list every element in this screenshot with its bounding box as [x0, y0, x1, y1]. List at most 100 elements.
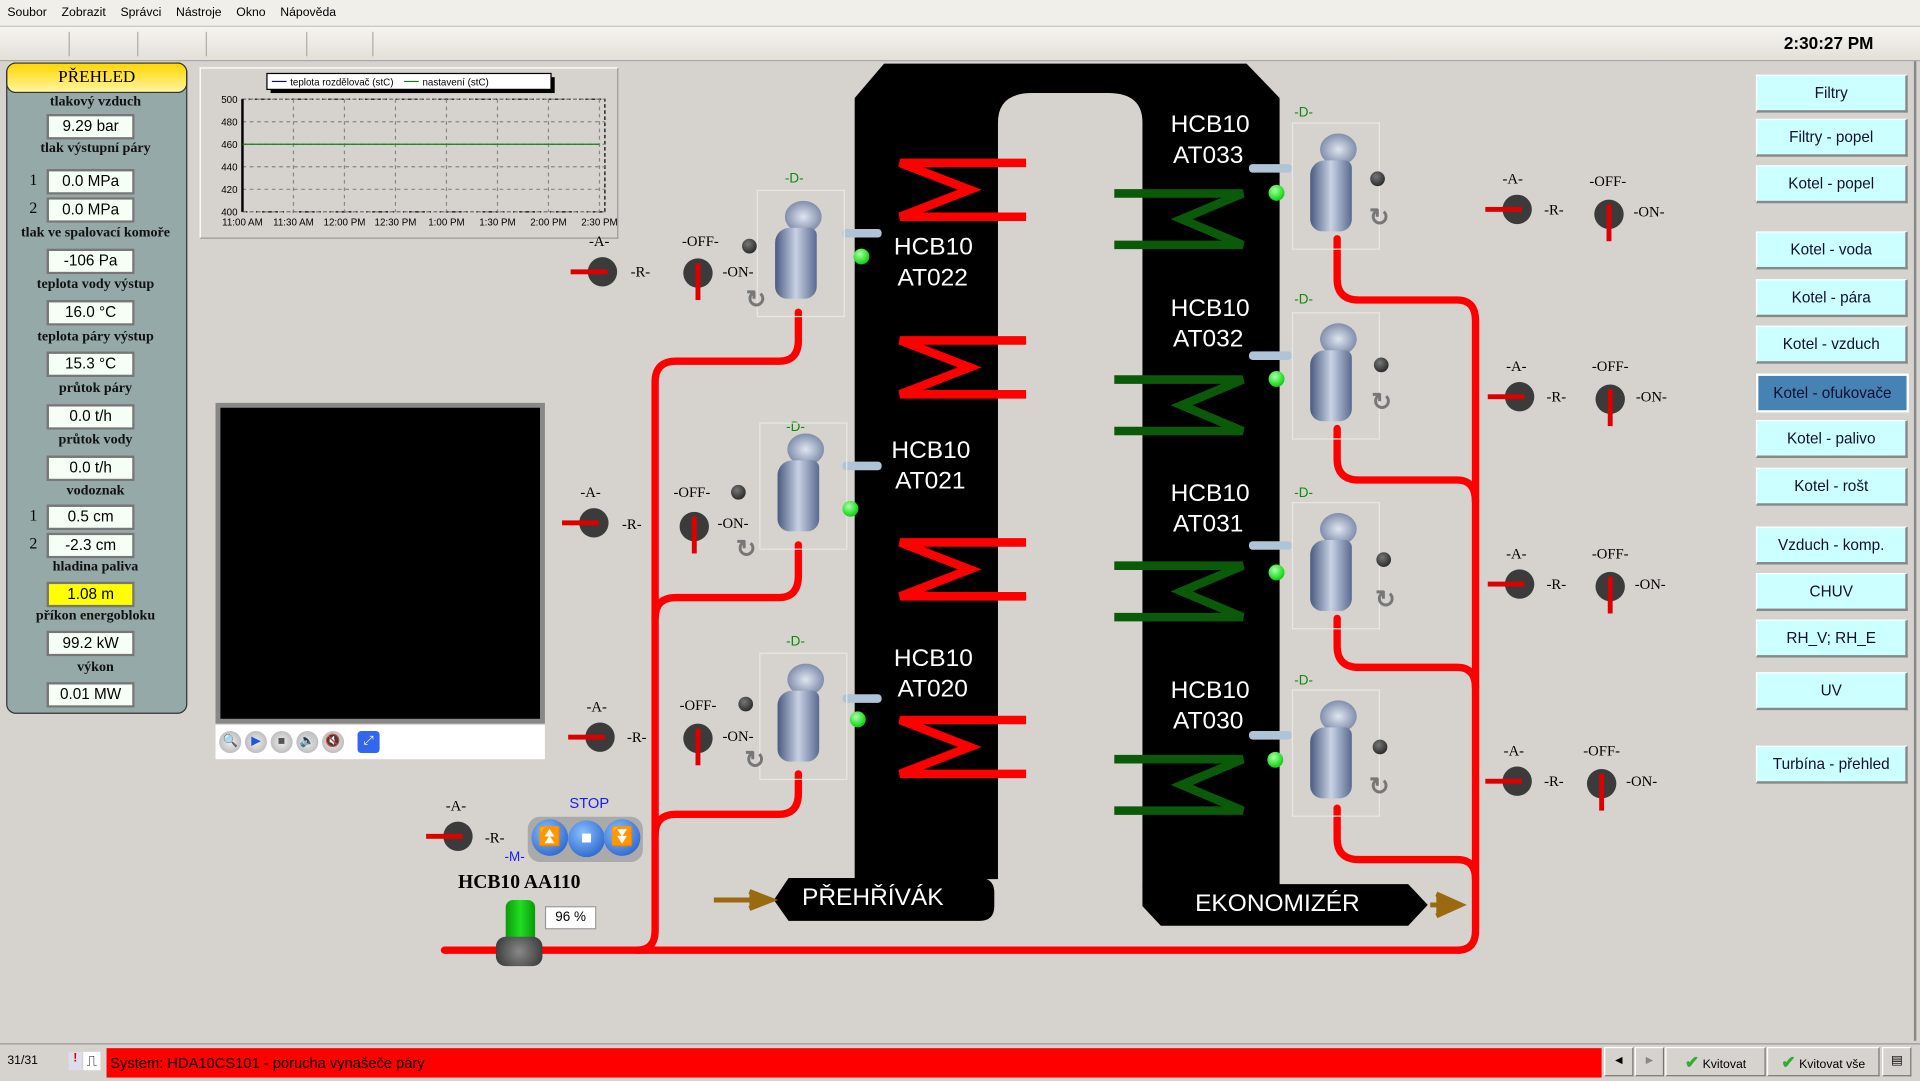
- on-off-switch[interactable]: [1595, 571, 1625, 614]
- nav-button-filtry-popel[interactable]: Filtry - popel: [1755, 118, 1908, 157]
- menu-2[interactable]: Správci: [120, 6, 162, 20]
- remote-label: -R-: [1546, 388, 1567, 406]
- blower-name: HCB10: [891, 437, 971, 465]
- alarm-next-button[interactable]: ►: [1634, 1046, 1665, 1077]
- soot-blower-icon[interactable]: [759, 652, 848, 781]
- video-controls: 🔍▶■🔊🔇 ⤢: [215, 724, 545, 760]
- valve-control-group: ⏫ ■ ⏬: [527, 816, 643, 863]
- on-off-switch[interactable]: [1595, 384, 1625, 427]
- rotate-icon[interactable]: ↻: [1368, 773, 1390, 801]
- alarm-message[interactable]: System: HDA10CS101 - porucha vynašeče pá…: [106, 1048, 1602, 1078]
- blower-tag: AT031: [1173, 510, 1244, 538]
- overview-title[interactable]: PŘEHLED: [6, 62, 188, 94]
- stop-icon[interactable]: ■: [270, 731, 293, 754]
- nav-button-kotel-popel[interactable]: Kotel - popel: [1755, 165, 1908, 204]
- steam-pipe: [1333, 424, 1480, 506]
- remote-label: -R-: [630, 263, 651, 281]
- blower-name: HCB10: [1170, 480, 1250, 507]
- superheater-label: PŘEHŘÍVÁK: [802, 884, 944, 912]
- auto-remote-switch[interactable]: [1487, 569, 1535, 599]
- valve-position-readout: 96 %: [544, 906, 597, 930]
- auto-remote-switch[interactable]: [568, 722, 615, 752]
- on-off-switch[interactable]: [683, 723, 713, 766]
- on-off-switch[interactable]: [1594, 199, 1624, 242]
- fullscreen-icon[interactable]: ⤢: [357, 731, 380, 754]
- auto-remote-switch[interactable]: [1485, 766, 1532, 796]
- blower-motor: [1320, 323, 1357, 356]
- soot-blower-icon[interactable]: [1291, 312, 1381, 440]
- valve-mode-switch[interactable]: [426, 821, 473, 852]
- blower-name: HCB10: [1170, 295, 1250, 323]
- blower-drive-label: -D-: [786, 634, 805, 649]
- toolbar-separator: [306, 31, 308, 57]
- menu-3[interactable]: Nástroje: [176, 6, 222, 20]
- on-off-switch[interactable]: [679, 511, 709, 554]
- y-tick-label: 400: [221, 208, 238, 219]
- nav-button-chuv[interactable]: CHUV: [1755, 573, 1908, 612]
- nav-button-turb-na-p-ehled[interactable]: Turbína - přehled: [1755, 745, 1908, 784]
- rotate-icon[interactable]: ↻: [745, 286, 767, 314]
- nav-button-rh-v-rh-e[interactable]: RH_V; RH_E: [1755, 619, 1908, 658]
- nav-button-kotel-palivo[interactable]: Kotel - palivo: [1755, 420, 1908, 458]
- acknowledge-all-button[interactable]: ✔ Kvitovat vše: [1766, 1046, 1880, 1077]
- rotate-icon[interactable]: ↻: [735, 536, 757, 564]
- toolbar-separator: [137, 31, 139, 57]
- valve-stop-button[interactable]: ■: [568, 820, 605, 858]
- running-indicator: [853, 248, 870, 265]
- menu-1[interactable]: Zobrazit: [61, 6, 106, 20]
- rotate-icon[interactable]: ↻: [1371, 389, 1392, 417]
- on-off-switch[interactable]: [683, 258, 713, 301]
- nav-button-kotel-vzduch[interactable]: Kotel - vzduch: [1755, 325, 1908, 364]
- off-label: -OFF-: [682, 232, 719, 250]
- acknowledge-button[interactable]: ✔ Kvitovat: [1665, 1046, 1766, 1077]
- on-off-switch[interactable]: [1586, 768, 1617, 811]
- valve-actuator-icon[interactable]: [505, 900, 536, 940]
- switch-pointer: [1487, 394, 1525, 400]
- nav-button-kotel-voda[interactable]: Kotel - voda: [1755, 231, 1908, 270]
- overview-label: tlakový vzduch: [49, 94, 142, 109]
- mute-icon[interactable]: 🔇: [322, 731, 345, 754]
- valve-open-button[interactable]: ⏫: [531, 819, 569, 856]
- nav-button-kotel-p-ra[interactable]: Kotel - pára: [1755, 279, 1908, 318]
- toolbar-separator: [68, 31, 70, 57]
- auto-remote-switch[interactable]: [1487, 382, 1535, 412]
- blower-drive-label: -D-: [1294, 486, 1313, 501]
- soot-blower-icon[interactable]: [1291, 689, 1381, 817]
- menu-5[interactable]: Nápověda: [280, 6, 337, 20]
- camera-video[interactable]: [220, 407, 541, 719]
- soot-blower-icon[interactable]: [1291, 502, 1381, 630]
- switch-pointer: [1606, 204, 1612, 242]
- alarm-prev-button[interactable]: ◄: [1604, 1046, 1634, 1077]
- zoom-icon[interactable]: 🔍: [219, 731, 242, 754]
- nav-button-vzduch-komp-[interactable]: Vzduch - komp.: [1755, 526, 1908, 565]
- x-tick-label: 1:30 PM: [479, 217, 515, 228]
- alarm-log-button[interactable]: ▤: [1882, 1046, 1912, 1077]
- superheater-tag: [773, 877, 995, 921]
- play-icon[interactable]: ▶: [244, 731, 267, 754]
- blower-motor: [1320, 133, 1357, 166]
- off-label: -OFF-: [1591, 357, 1629, 375]
- rotate-icon[interactable]: ↻: [744, 746, 766, 774]
- blower-pipe: [1248, 731, 1292, 740]
- soot-blower-icon[interactable]: [759, 422, 848, 550]
- valve-body-icon[interactable]: [495, 936, 543, 967]
- auto-remote-switch[interactable]: [562, 508, 609, 538]
- auto-remote-switch[interactable]: [570, 257, 618, 287]
- rotate-icon[interactable]: ↻: [1368, 204, 1390, 232]
- rotate-icon[interactable]: ↻: [1375, 586, 1396, 614]
- soot-blower-icon[interactable]: [756, 189, 845, 318]
- soot-blower-icon[interactable]: [1291, 122, 1381, 250]
- menu-0[interactable]: Soubor: [7, 6, 47, 20]
- blower-body: [1310, 727, 1352, 799]
- nav-button-filtry[interactable]: Filtry: [1755, 74, 1908, 113]
- valve-close-button[interactable]: ⏬: [603, 819, 641, 856]
- auto-label: -A-: [1506, 357, 1527, 375]
- nav-button-kotel-ro-t[interactable]: Kotel - rošt: [1755, 467, 1908, 506]
- overview-label: průtok vody: [58, 432, 133, 447]
- volume-icon[interactable]: 🔊: [296, 731, 319, 754]
- auto-remote-switch[interactable]: [1485, 194, 1532, 225]
- nav-button-kotel-ofukova-e[interactable]: Kotel - ofukovače: [1755, 373, 1909, 413]
- nav-button-uv[interactable]: UV: [1755, 672, 1908, 711]
- menu-4[interactable]: Okno: [236, 6, 266, 20]
